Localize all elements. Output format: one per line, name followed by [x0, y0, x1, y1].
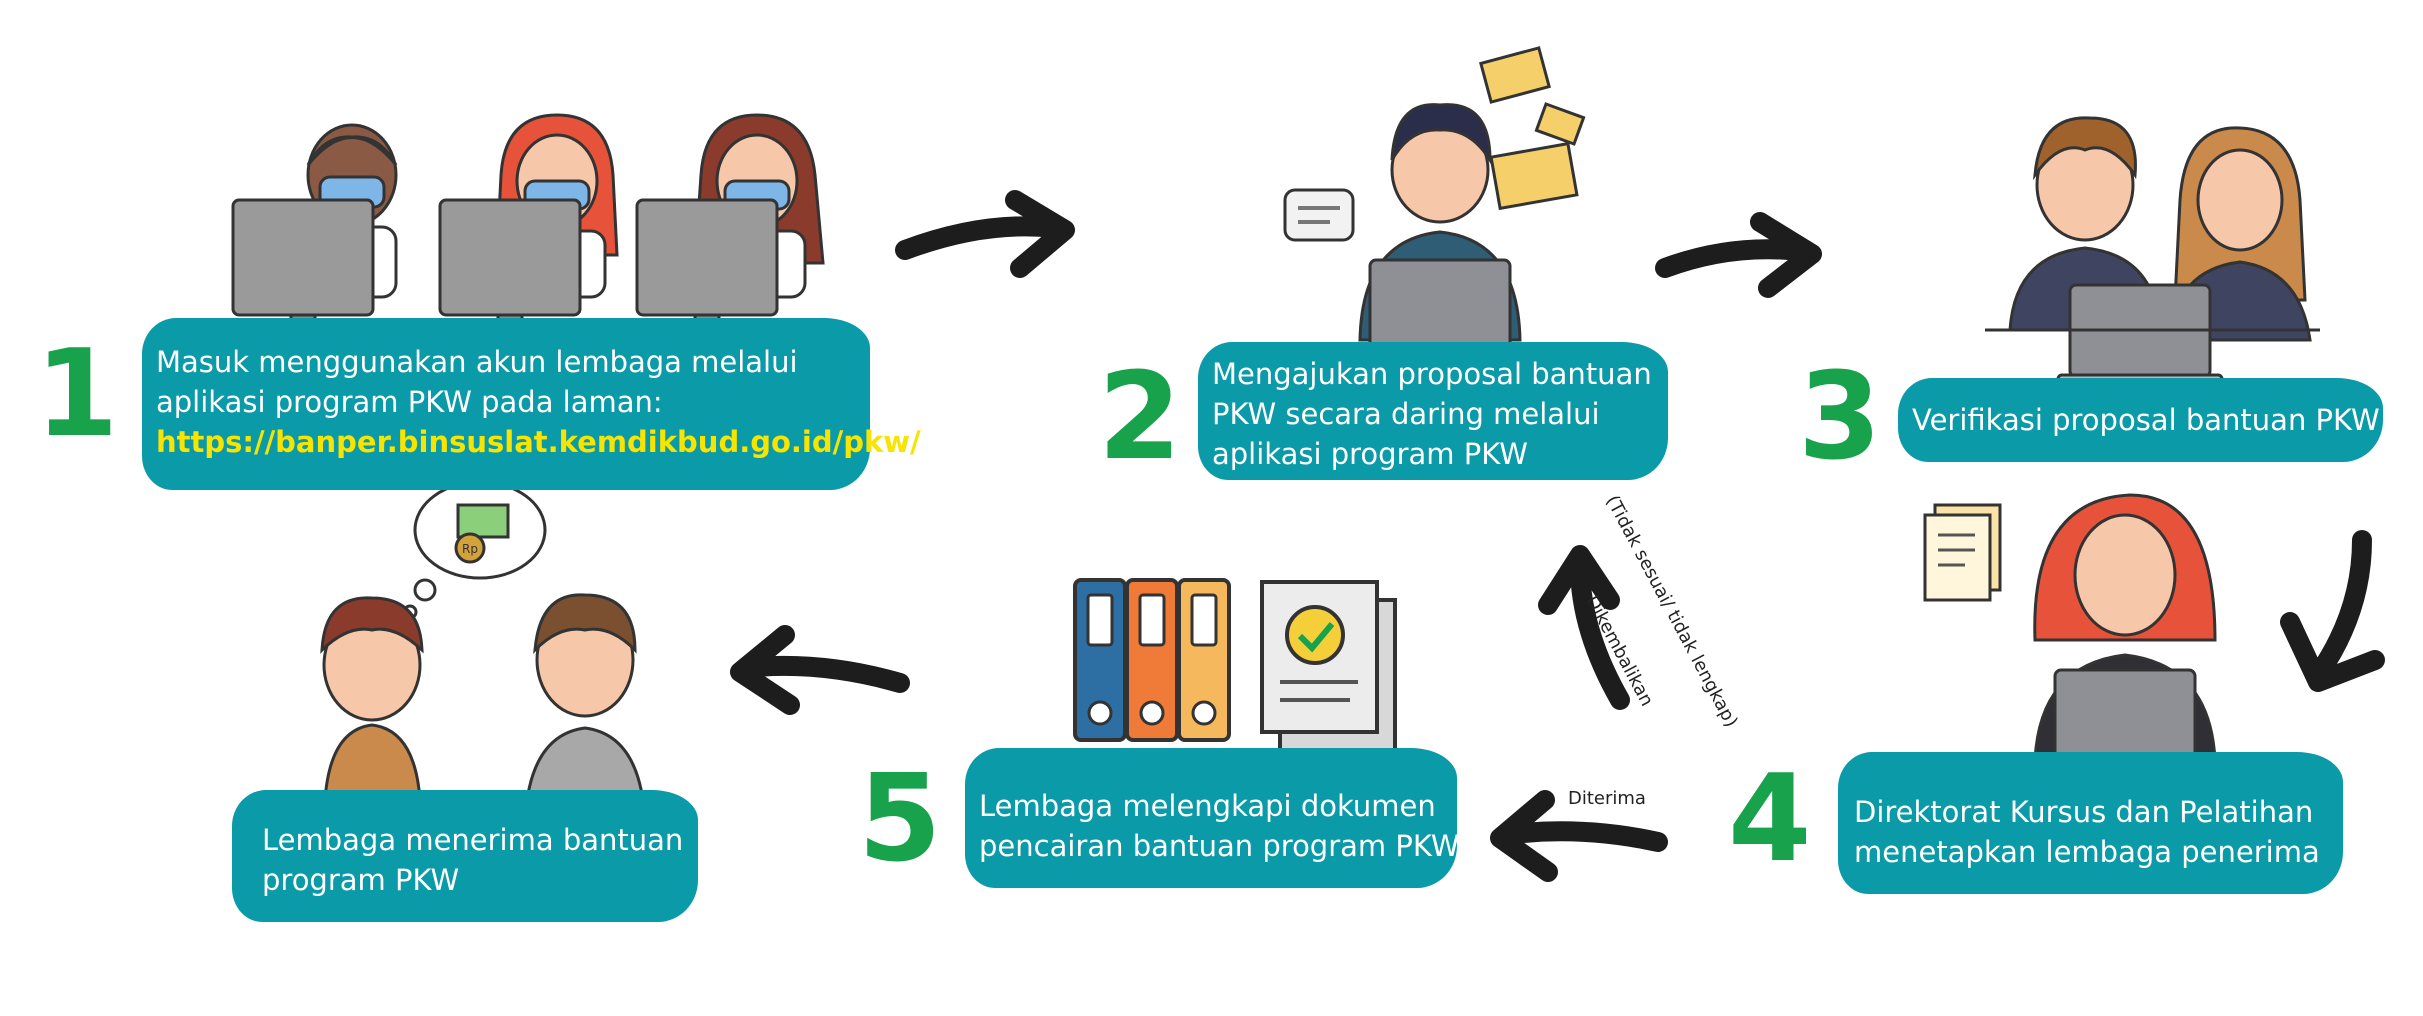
- arrow-returned: [1570, 555, 1630, 710]
- step5-documents-illustration: [1073, 578, 1397, 752]
- step-4-line-1: Direktorat Kursus dan Pelatihan: [1854, 795, 2314, 829]
- step-2-line-2: PKW secara daring melalui: [1212, 397, 1600, 431]
- step-1-line-2: aplikasi program PKW pada laman:: [156, 385, 663, 419]
- step-2-line-3: aplikasi program PKW: [1212, 437, 1528, 471]
- step-number-3: 3: [1798, 348, 1882, 487]
- step-4-line-2: menetapkan lembaga penerima: [1854, 835, 2320, 869]
- step-number-1: 1: [35, 325, 119, 464]
- step3-verification-illustration: [1985, 116, 2320, 389]
- final-step-line-1: Lembaga menerima bantuan: [262, 823, 684, 857]
- step-1-url-link[interactable]: https://banper.binsuslat.kemdikbud.go.id…: [156, 425, 921, 459]
- arrow-1-to-2: [895, 216, 1065, 260]
- step2-proposal-illustration: [1283, 46, 1586, 364]
- arrow-3-to-4: [2310, 530, 2372, 682]
- rupiah-coin-icon: Rp: [462, 542, 478, 556]
- step-2-line-1: Mengajukan proposal bantuan: [1212, 357, 1652, 391]
- step-number-4: 4: [1728, 750, 1812, 889]
- step1-people-illustration: [231, 113, 825, 368]
- step-number-2: 2: [1098, 348, 1182, 487]
- step-1-box: Masuk menggunakan akun lembaga melalui a…: [142, 318, 921, 490]
- step-1-line-1: Masuk menggunakan akun lembaga melalui: [156, 345, 798, 379]
- step-3-line-1: Verifikasi proposal bantuan PKW: [1912, 403, 2380, 437]
- step-5-line-1: Lembaga melengkapi dokumen: [979, 789, 1436, 823]
- step4-decision-illustration: [1923, 493, 2250, 774]
- step-2-box: Mengajukan proposal bantuan PKW secara d…: [1198, 342, 1668, 480]
- flow-arrows: [730, 190, 2385, 882]
- arrow-4-to-5: [1495, 821, 1668, 852]
- step-5-box: Lembaga melengkapi dokumen pencairan ban…: [965, 748, 1460, 888]
- step-3-box: Verifikasi proposal bantuan PKW: [1898, 378, 2383, 462]
- step-4-box: Direktorat Kursus dan Pelatihan menetapk…: [1838, 752, 2343, 894]
- final-step-box: Lembaga menerima bantuan program PKW: [232, 790, 698, 922]
- accepted-label: Diterima: [1568, 788, 1646, 809]
- final-receive-illustration: Rp: [320, 480, 647, 822]
- final-step-line-2: program PKW: [262, 863, 460, 897]
- step-number-5: 5: [858, 750, 942, 889]
- step-5-line-2: pencairan bantuan program PKW: [979, 829, 1460, 863]
- arrow-5-to-final: [735, 655, 910, 693]
